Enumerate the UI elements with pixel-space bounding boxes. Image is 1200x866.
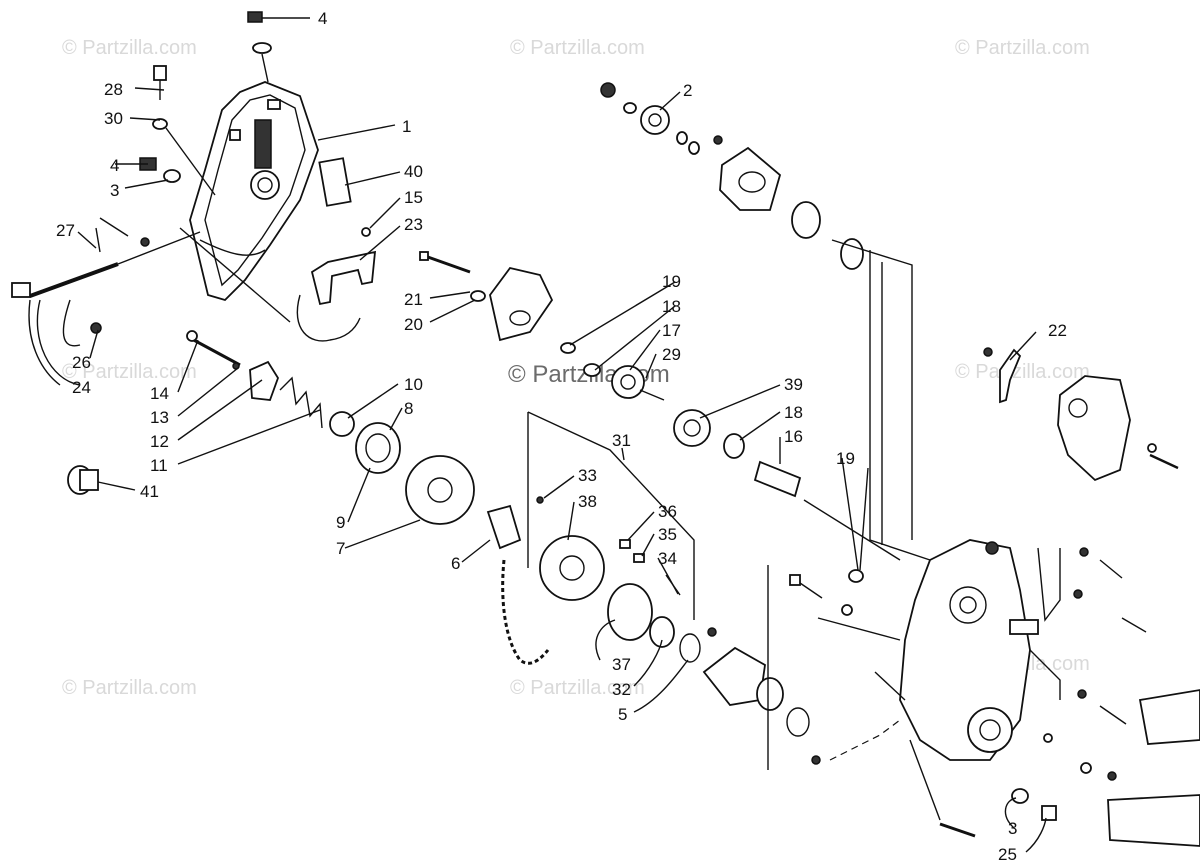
callout-41: 41 <box>140 482 159 501</box>
callout-19: 19 <box>662 272 681 291</box>
bearing-flange-top <box>719 146 782 211</box>
callout-33: 33 <box>578 466 597 485</box>
plate <box>318 157 352 207</box>
watermark: © Partzilla.com <box>62 361 197 383</box>
callout-6: 6 <box>451 554 460 573</box>
callout-4: 4 <box>110 156 119 175</box>
shaft <box>753 460 802 498</box>
callout-5: 5 <box>618 705 627 724</box>
callout-1: 1 <box>402 117 411 136</box>
callout-15: 15 <box>404 188 423 207</box>
callout-18: 18 <box>662 297 681 316</box>
seal-top <box>840 238 864 270</box>
callout-40: 40 <box>404 162 423 181</box>
bearing-bottom <box>756 677 784 711</box>
callout-16: 16 <box>784 427 803 446</box>
bracket <box>310 250 377 306</box>
callout-28: 28 <box>104 80 123 99</box>
callout-3: 3 <box>1008 819 1017 838</box>
side-cover <box>1057 375 1131 482</box>
callout-4: 4 <box>318 9 327 28</box>
callout-23: 23 <box>404 215 423 234</box>
pinion <box>486 504 522 550</box>
sprocket-2 <box>640 105 670 135</box>
callout-13: 13 <box>150 408 169 427</box>
lever <box>11 282 31 298</box>
bolt <box>247 11 263 23</box>
callout-labels: 4 28 30 1 4 3 40 15 23 27 26 24 21 20 19… <box>56 9 1067 864</box>
callout-29: 29 <box>662 345 681 364</box>
callout-38: 38 <box>578 492 597 511</box>
watermark: © Partzilla.com <box>955 37 1090 59</box>
callout-30: 30 <box>104 109 123 128</box>
watermark: © Partzilla.com <box>510 677 645 699</box>
watermark: © Partzilla.com <box>510 37 645 59</box>
sprocket-17 <box>611 365 645 399</box>
callout-17: 17 <box>662 321 681 340</box>
callout-18: 18 <box>784 403 803 422</box>
callout-34: 34 <box>658 549 677 568</box>
sprocket-39 <box>673 409 711 447</box>
callout-20: 20 <box>404 315 423 334</box>
sprocket-38 <box>539 535 605 601</box>
watermark: © Partzilla.com <box>955 361 1090 383</box>
callout-39: 39 <box>784 375 803 394</box>
brake-disc <box>607 583 653 641</box>
watermark: © Partzilla.com <box>62 677 197 699</box>
plug <box>153 65 167 81</box>
bearing-top <box>791 201 821 239</box>
callout-19: 19 <box>836 449 855 468</box>
callout-7: 7 <box>336 539 345 558</box>
callout-3: 3 <box>110 181 119 200</box>
watermark: © Partzilla.com <box>62 37 197 59</box>
gearcase-housing <box>899 539 1039 761</box>
callout-9: 9 <box>336 513 345 532</box>
callout-14: 14 <box>150 384 169 403</box>
callout-25: 25 <box>998 845 1017 864</box>
callout-35: 35 <box>658 525 677 544</box>
callout-36: 36 <box>658 502 677 521</box>
cable <box>296 294 361 342</box>
o-ring <box>152 118 168 130</box>
callout-12: 12 <box>150 432 169 451</box>
callout-11: 11 <box>150 456 168 475</box>
callout-22: 22 <box>1048 321 1067 340</box>
callout-31: 31 <box>612 431 631 450</box>
washer <box>163 169 181 183</box>
callout-8: 8 <box>404 399 413 418</box>
callout-2: 2 <box>683 81 692 100</box>
bearing-flange-bottom <box>702 646 766 706</box>
callout-24: 24 <box>72 378 91 397</box>
callout-21: 21 <box>404 290 423 309</box>
callout-26: 26 <box>72 353 91 372</box>
callout-27: 27 <box>56 221 75 240</box>
drum <box>355 422 401 474</box>
callout-32: 32 <box>612 680 631 699</box>
gear-7 <box>405 455 475 525</box>
bearing-housing <box>489 266 554 342</box>
callout-10: 10 <box>404 375 423 394</box>
callout-37: 37 <box>612 655 631 674</box>
washer <box>252 42 272 54</box>
chaincase-cover <box>179 81 319 323</box>
leader-lines <box>36 17 1047 853</box>
